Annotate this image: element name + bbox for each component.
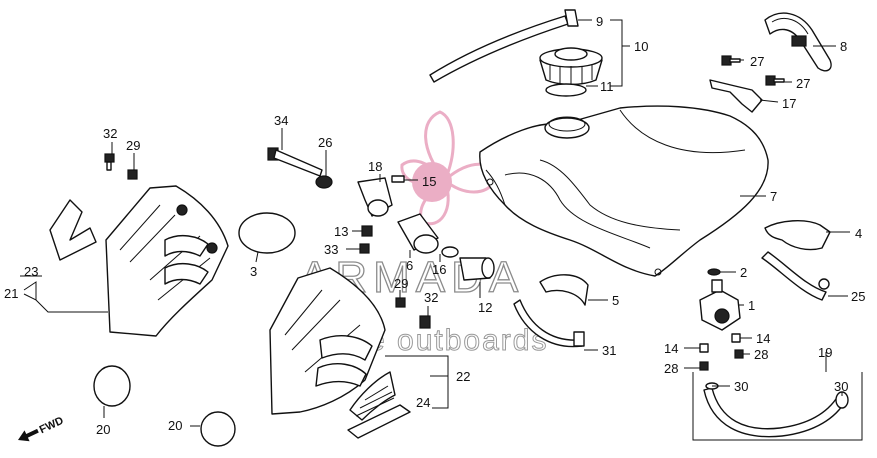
callout-14-left: 14	[664, 341, 678, 356]
logo-hub	[412, 162, 452, 202]
callout-20-bottom: 20	[168, 418, 182, 433]
callout-25: 25	[851, 289, 865, 304]
callout-12: 12	[478, 300, 492, 315]
callout-24: 24	[416, 395, 430, 410]
callout-33: 33	[324, 242, 338, 257]
fuel-hose-assembly	[692, 372, 863, 441]
callout-30-left: 30	[734, 379, 748, 394]
bolt-27-upper	[721, 55, 741, 66]
ring-3	[238, 212, 296, 254]
callout-9: 9	[596, 14, 603, 29]
screw-14-right	[731, 333, 741, 343]
callout-18: 18	[368, 159, 382, 174]
callout-29-center: 29	[394, 276, 408, 291]
screw-14-left	[699, 343, 709, 353]
fwd-label: FWD	[38, 415, 66, 436]
callout-13: 13	[334, 224, 348, 239]
callout-labels: 9 10 11 8 27 27 17 7 4 2 25 1 14 14 28 1…	[4, 14, 865, 437]
right-shroud	[269, 267, 386, 415]
callout-10: 10	[634, 39, 648, 54]
emblem-24	[347, 371, 411, 439]
washer-2	[707, 268, 721, 276]
washer-26	[315, 175, 333, 189]
callout-23: 23	[24, 264, 38, 279]
callout-32-center: 32	[424, 290, 438, 305]
bolt-27-lower	[765, 75, 785, 86]
callout-17: 17	[782, 96, 796, 111]
callout-28-right: 28	[754, 347, 768, 362]
callout-7: 7	[770, 189, 777, 204]
callout-34: 34	[274, 113, 288, 128]
propeller-logo	[400, 110, 497, 226]
callout-27-upper: 27	[750, 54, 764, 69]
left-shroud	[105, 185, 229, 337]
tank-bracket	[764, 12, 832, 72]
callout-11: 11	[600, 79, 614, 94]
bolt-13	[361, 225, 373, 237]
bolt-34	[267, 147, 323, 177]
decal-23	[49, 199, 97, 261]
bolt-32-center	[419, 315, 431, 329]
cap-gasket	[545, 83, 587, 97]
forward-direction-marker: FWD	[18, 415, 66, 442]
callout-32-left: 32	[103, 126, 117, 141]
callout-31: 31	[602, 343, 616, 358]
callout-14-right: 14	[756, 331, 770, 346]
callout-28-left: 28	[664, 361, 678, 376]
bolt-15	[391, 175, 405, 183]
callout-21: 21	[4, 286, 18, 301]
bolt-29-center	[395, 297, 406, 308]
fuel-tank	[479, 105, 769, 277]
tank-band	[761, 251, 827, 301]
callout-30-right: 30	[834, 379, 848, 394]
bolt-29-left	[127, 169, 138, 180]
callout-15: 15	[422, 174, 436, 189]
leader-lines	[20, 19, 850, 427]
callout-3: 3	[250, 264, 257, 279]
callout-29-left: 29	[126, 138, 140, 153]
callout-2: 2	[740, 265, 747, 280]
ring-20-bottom	[200, 411, 236, 447]
ring-20-left	[93, 365, 131, 407]
callout-5: 5	[612, 293, 619, 308]
bolt-33	[359, 243, 370, 254]
callout-20-left: 20	[96, 422, 110, 437]
callout-22: 22	[456, 369, 470, 384]
callout-1: 1	[748, 298, 755, 313]
screw-28-left	[699, 361, 709, 371]
callout-26: 26	[318, 135, 332, 150]
callout-16: 16	[432, 262, 446, 277]
fuel-cock	[699, 279, 741, 331]
side-cushion	[539, 274, 589, 306]
callout-8: 8	[840, 39, 847, 54]
tank-cushion	[764, 220, 831, 251]
collar-16	[441, 246, 459, 258]
callout-4: 4	[855, 226, 862, 241]
callout-19: 19	[818, 345, 832, 360]
fuel-cap	[539, 47, 603, 86]
breather-tube-fitting	[564, 9, 579, 27]
callout-6: 6	[406, 258, 413, 273]
bolt-32-left	[104, 153, 115, 171]
screw-28-right	[734, 349, 744, 359]
drain-tube-end	[573, 331, 585, 347]
callout-27-lower: 27	[796, 76, 810, 91]
tank-stay	[709, 79, 763, 113]
